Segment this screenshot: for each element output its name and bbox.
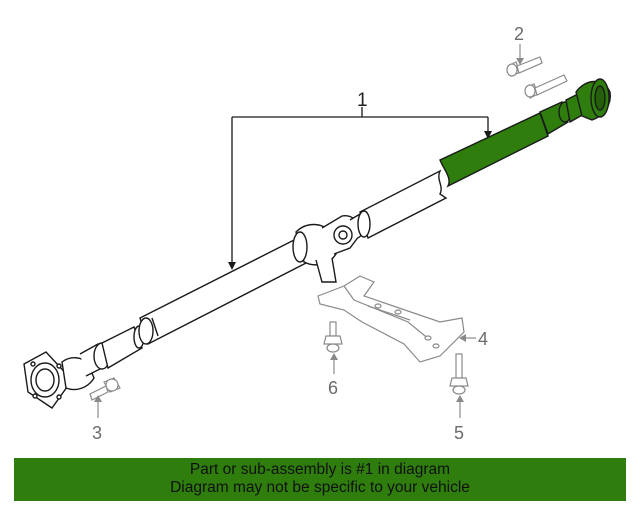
part-3-bolt [89, 377, 121, 401]
part-2-bolts [506, 56, 568, 99]
callout-1-bracket [231, 107, 489, 266]
callout-2-arrow [516, 58, 524, 65]
part-6-bolt [323, 321, 343, 353]
notice-banner: Part or sub-assembly is #1 in diagram Di… [14, 458, 626, 501]
notice-line-2: Diagram may not be specific to your vehi… [170, 479, 470, 496]
callout-1-label: 1 [357, 90, 368, 111]
center-bearing [292, 213, 369, 283]
callout-6-label: 6 [328, 378, 338, 398]
callout-4-label: 4 [478, 329, 488, 349]
highlighted-rear-section [439, 78, 611, 188]
callout-5-label: 5 [454, 423, 464, 443]
part-4-bracket [317, 275, 465, 363]
callout-3-arrow [94, 395, 102, 402]
front-flange [23, 342, 111, 409]
callout-4-arrow [459, 334, 466, 342]
callout-2-label: 2 [514, 24, 524, 44]
callout-1-arrow-left [228, 262, 236, 270]
callout-3-label: 3 [92, 423, 102, 443]
callout-5-arrow [456, 395, 464, 402]
driveshaft-diagram: 1 [23, 24, 611, 443]
rear-shaft-tube [357, 169, 448, 240]
callout-1-arrow-right [484, 131, 492, 139]
callout-6-arrow [330, 353, 338, 360]
part-5-bolt [449, 353, 469, 395]
notice-line-1: Part or sub-assembly is #1 in diagram [189, 461, 451, 478]
front-shaft-tube [101, 236, 309, 370]
